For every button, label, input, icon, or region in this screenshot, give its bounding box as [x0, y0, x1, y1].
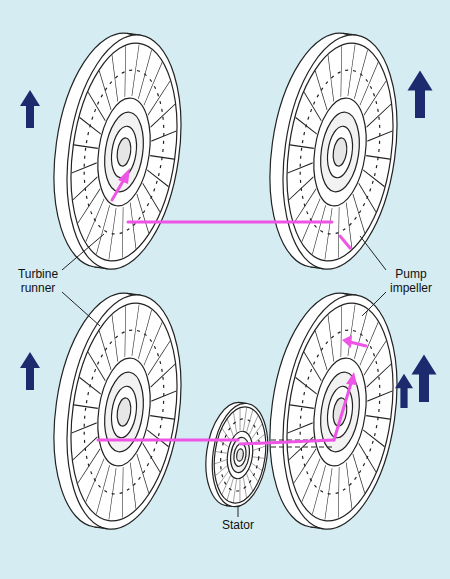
- rotation-arrow: [408, 71, 433, 119]
- leader-lines: [62, 234, 386, 517]
- pump-impeller-top: [256, 26, 411, 277]
- part-label: Turbine runner: [8, 267, 68, 295]
- leader-line: [360, 236, 386, 270]
- rotation-arrow: [395, 374, 413, 408]
- flow-line: [240, 440, 334, 444]
- turbine-runner-bottom: [40, 286, 195, 537]
- turbine-runner-top: [40, 26, 195, 277]
- part-label: Stator: [213, 518, 263, 532]
- flow-line: [334, 380, 352, 440]
- pump-impeller-bottom: [256, 286, 411, 537]
- rotation-arrow: [412, 355, 437, 403]
- flow-arrowhead: [342, 335, 352, 348]
- flow-arrowhead: [346, 372, 357, 385]
- part-label: Pump impeller: [380, 267, 442, 295]
- flow-line: [350, 342, 366, 346]
- leader-line: [362, 292, 386, 316]
- flow-line: [340, 236, 350, 248]
- rotation-arrow: [20, 90, 40, 128]
- fluid-flow: [98, 176, 366, 444]
- flow-arrowhead: [118, 168, 130, 184]
- leader-line: [238, 506, 239, 517]
- leader-line: [62, 234, 104, 270]
- rotation-arrow: [20, 352, 40, 390]
- leader-line: [62, 292, 100, 326]
- flow-line: [98, 439, 238, 442]
- flow-arrowheads: [118, 168, 357, 385]
- flow-line: [128, 221, 332, 224]
- stator-wheel: [200, 399, 274, 510]
